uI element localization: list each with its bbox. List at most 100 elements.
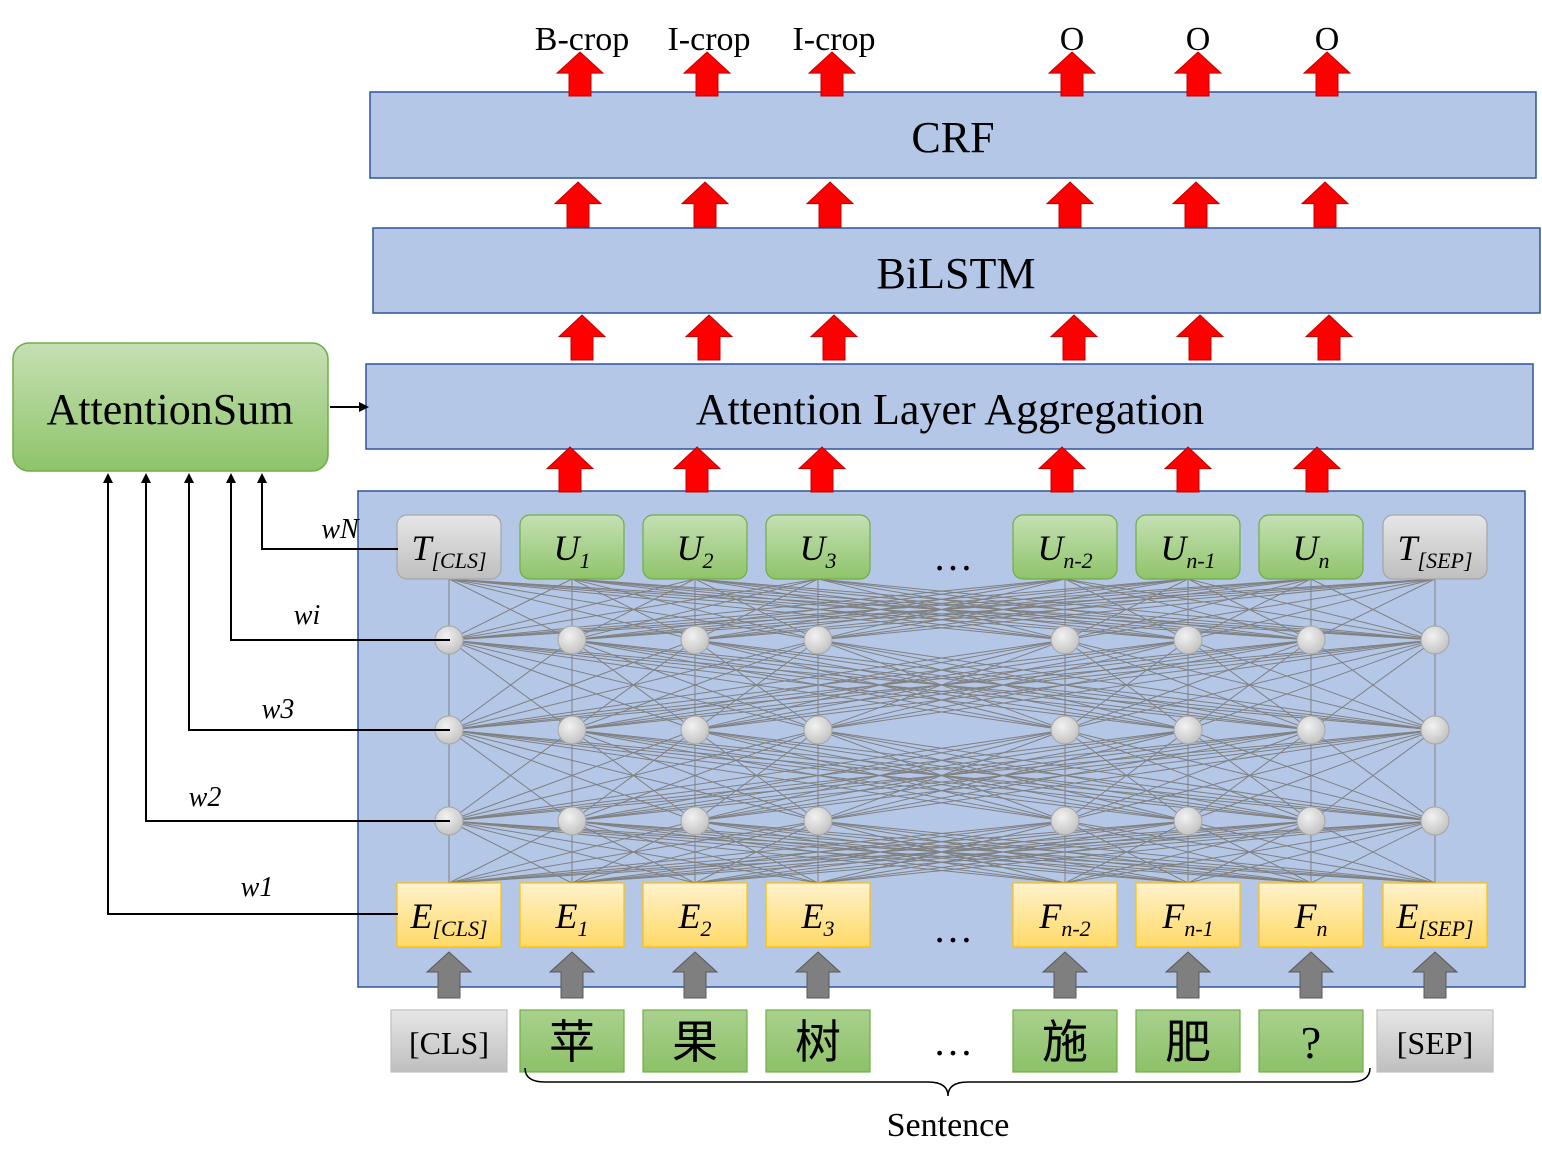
aggregation-layer-label: Attention Layer Aggregation xyxy=(696,385,1204,434)
connection-line xyxy=(571,729,1436,822)
embedding-token-box xyxy=(1382,882,1488,948)
input-arrow xyxy=(1041,951,1089,999)
red-arrow xyxy=(807,51,857,97)
connection-line xyxy=(1187,578,1436,641)
red-arrow xyxy=(1173,51,1223,97)
input-token-box xyxy=(1135,1009,1241,1073)
weight-label: wN xyxy=(321,514,360,545)
input-token-label: 苹 xyxy=(549,1017,595,1068)
input-arrow xyxy=(794,951,842,999)
connection-line xyxy=(448,639,1189,731)
output-tag-label: O xyxy=(1186,21,1211,58)
attention-sum-label: AttentionSum xyxy=(47,385,294,434)
connection-line xyxy=(1310,820,1436,884)
embedding-token-label: E2 xyxy=(678,896,712,941)
input-arrow xyxy=(1287,951,1335,999)
connection-line xyxy=(448,820,1312,884)
input-token-label: 肥 xyxy=(1165,1017,1211,1068)
hidden-node xyxy=(680,715,710,745)
crf-layer-label: CRF xyxy=(911,113,994,162)
hidden-node xyxy=(803,806,833,836)
sentence-brace xyxy=(524,1067,1371,1097)
connection-line xyxy=(1310,578,1436,641)
red-arrow xyxy=(1292,446,1342,493)
embedding-token-box xyxy=(396,882,502,948)
embedding-token-box xyxy=(1012,882,1118,948)
embedding-token-label: E1 xyxy=(555,896,589,941)
red-arrow xyxy=(1047,51,1097,97)
connection-line xyxy=(694,639,1436,731)
red-arrow xyxy=(1300,181,1350,228)
connection-line xyxy=(817,820,1436,884)
embedding-token-label: Fn-1 xyxy=(1161,896,1213,941)
hidden-node xyxy=(1296,806,1326,836)
output-token-box xyxy=(1258,514,1364,580)
aggregation-layer xyxy=(365,363,1534,450)
output-token-box xyxy=(642,514,748,580)
red-arrow xyxy=(680,181,730,228)
connection-line xyxy=(448,639,1436,731)
output-token-label: Un-2 xyxy=(1037,528,1092,573)
output-tag-label: O xyxy=(1315,21,1340,58)
weight-label: wi xyxy=(294,600,320,631)
input-token-box xyxy=(765,1009,871,1073)
red-arrow xyxy=(805,181,855,228)
output-token-box xyxy=(519,514,625,580)
connection-line xyxy=(448,578,819,641)
input-token-box xyxy=(1012,1009,1118,1073)
connection-line xyxy=(1064,578,1436,641)
connection-line xyxy=(448,820,696,884)
embedding-token-box xyxy=(1135,882,1241,948)
output-token-box xyxy=(1135,514,1241,580)
connection-line xyxy=(571,639,1436,731)
connection-line xyxy=(448,729,1189,822)
embedding-token-box xyxy=(1258,882,1364,948)
input-arrow xyxy=(671,951,719,999)
sentence-label: Sentence xyxy=(887,1107,1010,1144)
red-arrow xyxy=(1037,446,1087,493)
weight-connector xyxy=(103,473,398,915)
hidden-node xyxy=(803,625,833,655)
input-token-label: [CLS] xyxy=(409,1025,489,1061)
connection-line xyxy=(448,639,696,731)
embedding-token-row: E[CLS] E1 E2 E3 Fn-2 Fn-1 Fn E[SEP] xyxy=(396,882,1488,948)
connection-line xyxy=(448,578,696,641)
output-token-label: U3 xyxy=(800,528,837,573)
red-arrow xyxy=(684,314,734,361)
input-arrow xyxy=(1411,951,1459,999)
weight-label: w2 xyxy=(189,782,222,813)
red-arrow xyxy=(1304,314,1354,361)
embedding-token-label: Fn xyxy=(1294,896,1328,941)
connection-line xyxy=(448,729,573,822)
hidden-node xyxy=(1050,625,1080,655)
input-arrow xyxy=(548,951,596,999)
hidden-node xyxy=(803,715,833,745)
hidden-node xyxy=(1420,625,1450,655)
connection-line xyxy=(1064,729,1436,822)
red-arrow xyxy=(553,181,603,228)
weight-connector xyxy=(184,473,450,731)
embedding-token-label: E3 xyxy=(801,896,835,941)
hidden-node xyxy=(1420,715,1450,745)
connection-line xyxy=(448,729,1312,822)
connection-line xyxy=(448,639,819,731)
connection-line xyxy=(448,729,819,822)
red-arrow xyxy=(682,51,732,97)
input-arrows xyxy=(425,951,1459,999)
connection-line xyxy=(448,820,1436,884)
weight-connector xyxy=(226,473,450,641)
output-token-label: T[SEP] xyxy=(1397,528,1472,573)
connection-line xyxy=(448,820,573,884)
connection-line xyxy=(448,578,1312,641)
hidden-node xyxy=(557,806,587,836)
output-token-label: Un xyxy=(1293,528,1330,573)
connection-line xyxy=(1187,820,1436,884)
connection-line xyxy=(448,578,573,641)
embedding-token-label: E[SEP] xyxy=(1396,896,1474,941)
embedding-token-label: Fn-2 xyxy=(1038,896,1090,941)
embedding-token-label: E[CLS] xyxy=(409,896,487,941)
hidden-node xyxy=(1173,625,1203,655)
red-arrow xyxy=(545,446,595,493)
